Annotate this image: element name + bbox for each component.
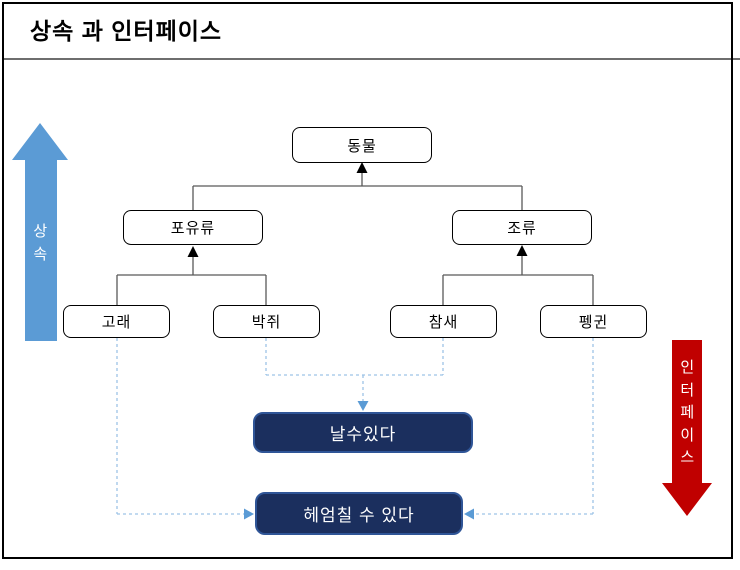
node-penguin: 펭귄 bbox=[540, 305, 647, 338]
node-mammal: 포유류 bbox=[123, 210, 263, 245]
interface-box-can-fly: 날수있다 bbox=[253, 412, 473, 453]
edge-level1-bus bbox=[192, 185, 523, 210]
arrowhead-to-mammal-icon bbox=[187, 246, 199, 257]
node-bird: 조류 bbox=[452, 210, 592, 245]
page-title: 상속 과 인터페이스 bbox=[30, 18, 223, 44]
node-animal: 동물 bbox=[292, 127, 432, 163]
edge-swim-left-dashed bbox=[116, 338, 245, 515]
interface-arrow-icon bbox=[662, 340, 712, 516]
interface-box-can-swim: 헤엄칠 수 있다 bbox=[255, 492, 463, 535]
arrowhead-to-bird-icon bbox=[516, 245, 528, 256]
arrowhead-to-swim-right-icon bbox=[464, 508, 474, 520]
inheritance-arrow-label: 상속 bbox=[33, 223, 48, 263]
edge-mammal-bus bbox=[116, 274, 267, 305]
edge-fly-dashed bbox=[265, 338, 444, 402]
inheritance-arrow-icon bbox=[12, 123, 68, 341]
arrowhead-to-swim-left-icon bbox=[244, 508, 254, 520]
node-whale: 고래 bbox=[63, 305, 170, 338]
node-bat: 박쥐 bbox=[213, 305, 320, 338]
edge-bird-bus bbox=[442, 274, 594, 305]
node-sparrow: 참새 bbox=[390, 305, 497, 338]
interface-arrow-label: 인터페이스 bbox=[680, 359, 695, 466]
arrowhead-to-fly-icon bbox=[357, 401, 369, 411]
edge-swim-right-dashed bbox=[473, 338, 594, 515]
arrowhead-to-animal-icon bbox=[356, 162, 368, 173]
title-divider bbox=[3, 58, 740, 60]
